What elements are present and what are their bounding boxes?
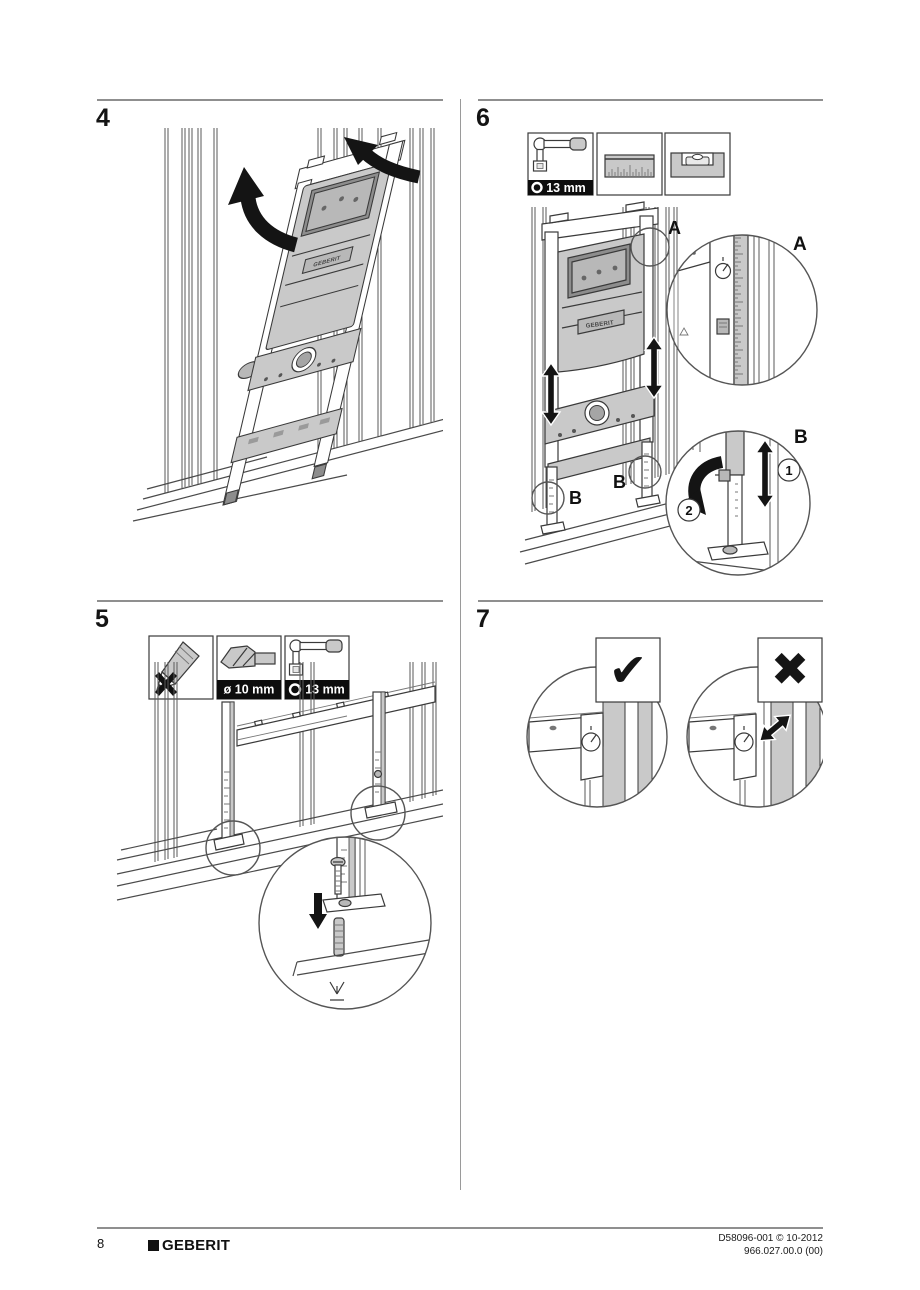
detail-b-label: B [613,472,626,492]
step-7-number: 7 [476,605,490,633]
document-code-line: 966.027.00.0 (00) [744,1245,823,1257]
floor-lines [519,496,694,565]
height-adjust-arrow-icon [643,335,665,400]
step-4-figure: GEBERIT [132,128,443,522]
socket-size-label: 13 mm [546,181,586,195]
tool-box-socket-wrench: 13 mm [284,635,350,700]
geberit-logo-mark [148,1240,159,1251]
detail-b-marker-circle [628,455,662,489]
step-5-number: 5 [95,605,109,633]
upright-frame: GEBERIT [540,201,661,535]
step-5-rule [97,600,443,602]
tool-box-ruler [596,132,663,196]
socket-wrench-icon [532,137,587,172]
geberit-cistern-label: GEBERIT [586,320,615,329]
left-foot-plate [540,521,566,535]
frame-foot [311,463,328,480]
left-leg [546,466,558,528]
document-codes: D58096-001 © 10-2012 966.027.00.0 (00) [718,1233,823,1258]
detail-a-label: A [668,218,681,238]
insert-down-arrow-icon [309,893,327,929]
anchor-zoom-circle [259,837,431,1009]
geberit-logo-text: GEBERIT [162,1237,231,1254]
step-5-figure: ø 10 mm 13 mm [116,635,443,1010]
tool-box-drill-bit: ø 10 mm [216,635,282,700]
tool-label-bg [217,680,281,699]
check-icon: ✔ [609,643,648,697]
cross-icon: ✖ [771,642,810,696]
raise-arrow-icon [344,137,421,184]
step-6-figure: 13 mm [519,132,818,576]
tool-box-spirit-level [664,132,731,196]
drill-mark-icon [329,981,345,1001]
right-foot-plate [364,801,398,819]
clamp-nut [718,469,731,482]
drill-size-label: ø 10 mm [224,683,275,697]
sequence-1-badge: 1 [777,458,801,482]
tool-box-socket-wrench: 13 mm [527,132,594,196]
gap-double-arrow-icon [758,714,792,742]
spirit-level-icon [670,152,725,178]
step-4-number: 4 [96,104,110,132]
correct-badge: ✔ [595,637,661,703]
column-divider [460,99,462,1190]
detail-b-label: B [569,488,582,508]
foot-marker-circle [350,785,406,841]
frame-lower-section [213,681,436,851]
cross-mark-icon [154,672,178,696]
incorrect-badge: ✖ [757,637,823,703]
tool-box-pencil [148,635,214,700]
pencil-icon [154,641,200,696]
step-7-figure: ✔ ✖ [526,637,823,808]
step-4-rule [97,99,443,101]
anchor-detail-content [292,837,430,1001]
detail-b-marker-circle [531,481,565,515]
sequence-2-badge: 2 [677,498,701,522]
right-foot-plate [635,494,661,508]
tool-label-bg [285,680,349,699]
tilted-frame: GEBERIT [222,131,406,506]
anchor-screw [330,856,346,895]
ruler-icon [604,154,655,178]
floor-lines [132,418,443,522]
leg-inner-tube [727,474,743,549]
document-code-line: D58096-001 © 10-2012 [718,1233,823,1244]
wall-plug [333,917,345,957]
step-6-rule [478,99,823,101]
raise-arrow-icon [228,167,299,253]
svg-text:1: 1 [785,463,792,478]
page-number: 8 [97,1236,105,1251]
socket-size-label: 13 mm [305,683,345,697]
wall-studs [154,662,437,862]
step-7-rule [478,600,823,602]
mid-crossbar [247,327,362,392]
socket-ring-icon [531,181,543,194]
tool-label-bg [528,180,593,195]
footer-rule [97,1227,823,1229]
geberit-logo: GEBERIT [148,1237,230,1254]
right-leg [641,441,653,501]
step-6-number: 6 [476,104,490,132]
foot-plate [707,541,769,561]
frame-foot [223,489,239,506]
foot-marker-circle [205,820,261,876]
leg-outer-tube [725,431,745,476]
height-adjust-arrow-icon [540,361,562,427]
floor-lines [116,789,443,901]
lower-crossbar [230,407,343,464]
detail-a-marker-circle [630,227,670,267]
detail-a-zoom-label: A [793,234,807,255]
svg-text:2: 2 [685,503,692,518]
foot-plate [322,893,386,913]
mid-crossbar [544,383,655,445]
drill-bit-icon [220,645,276,669]
height-adjust-arrow-icon [754,438,776,510]
detail-b-zoom-label: B [794,427,808,448]
clamp-nut [373,769,383,779]
left-foot-plate [213,833,245,851]
